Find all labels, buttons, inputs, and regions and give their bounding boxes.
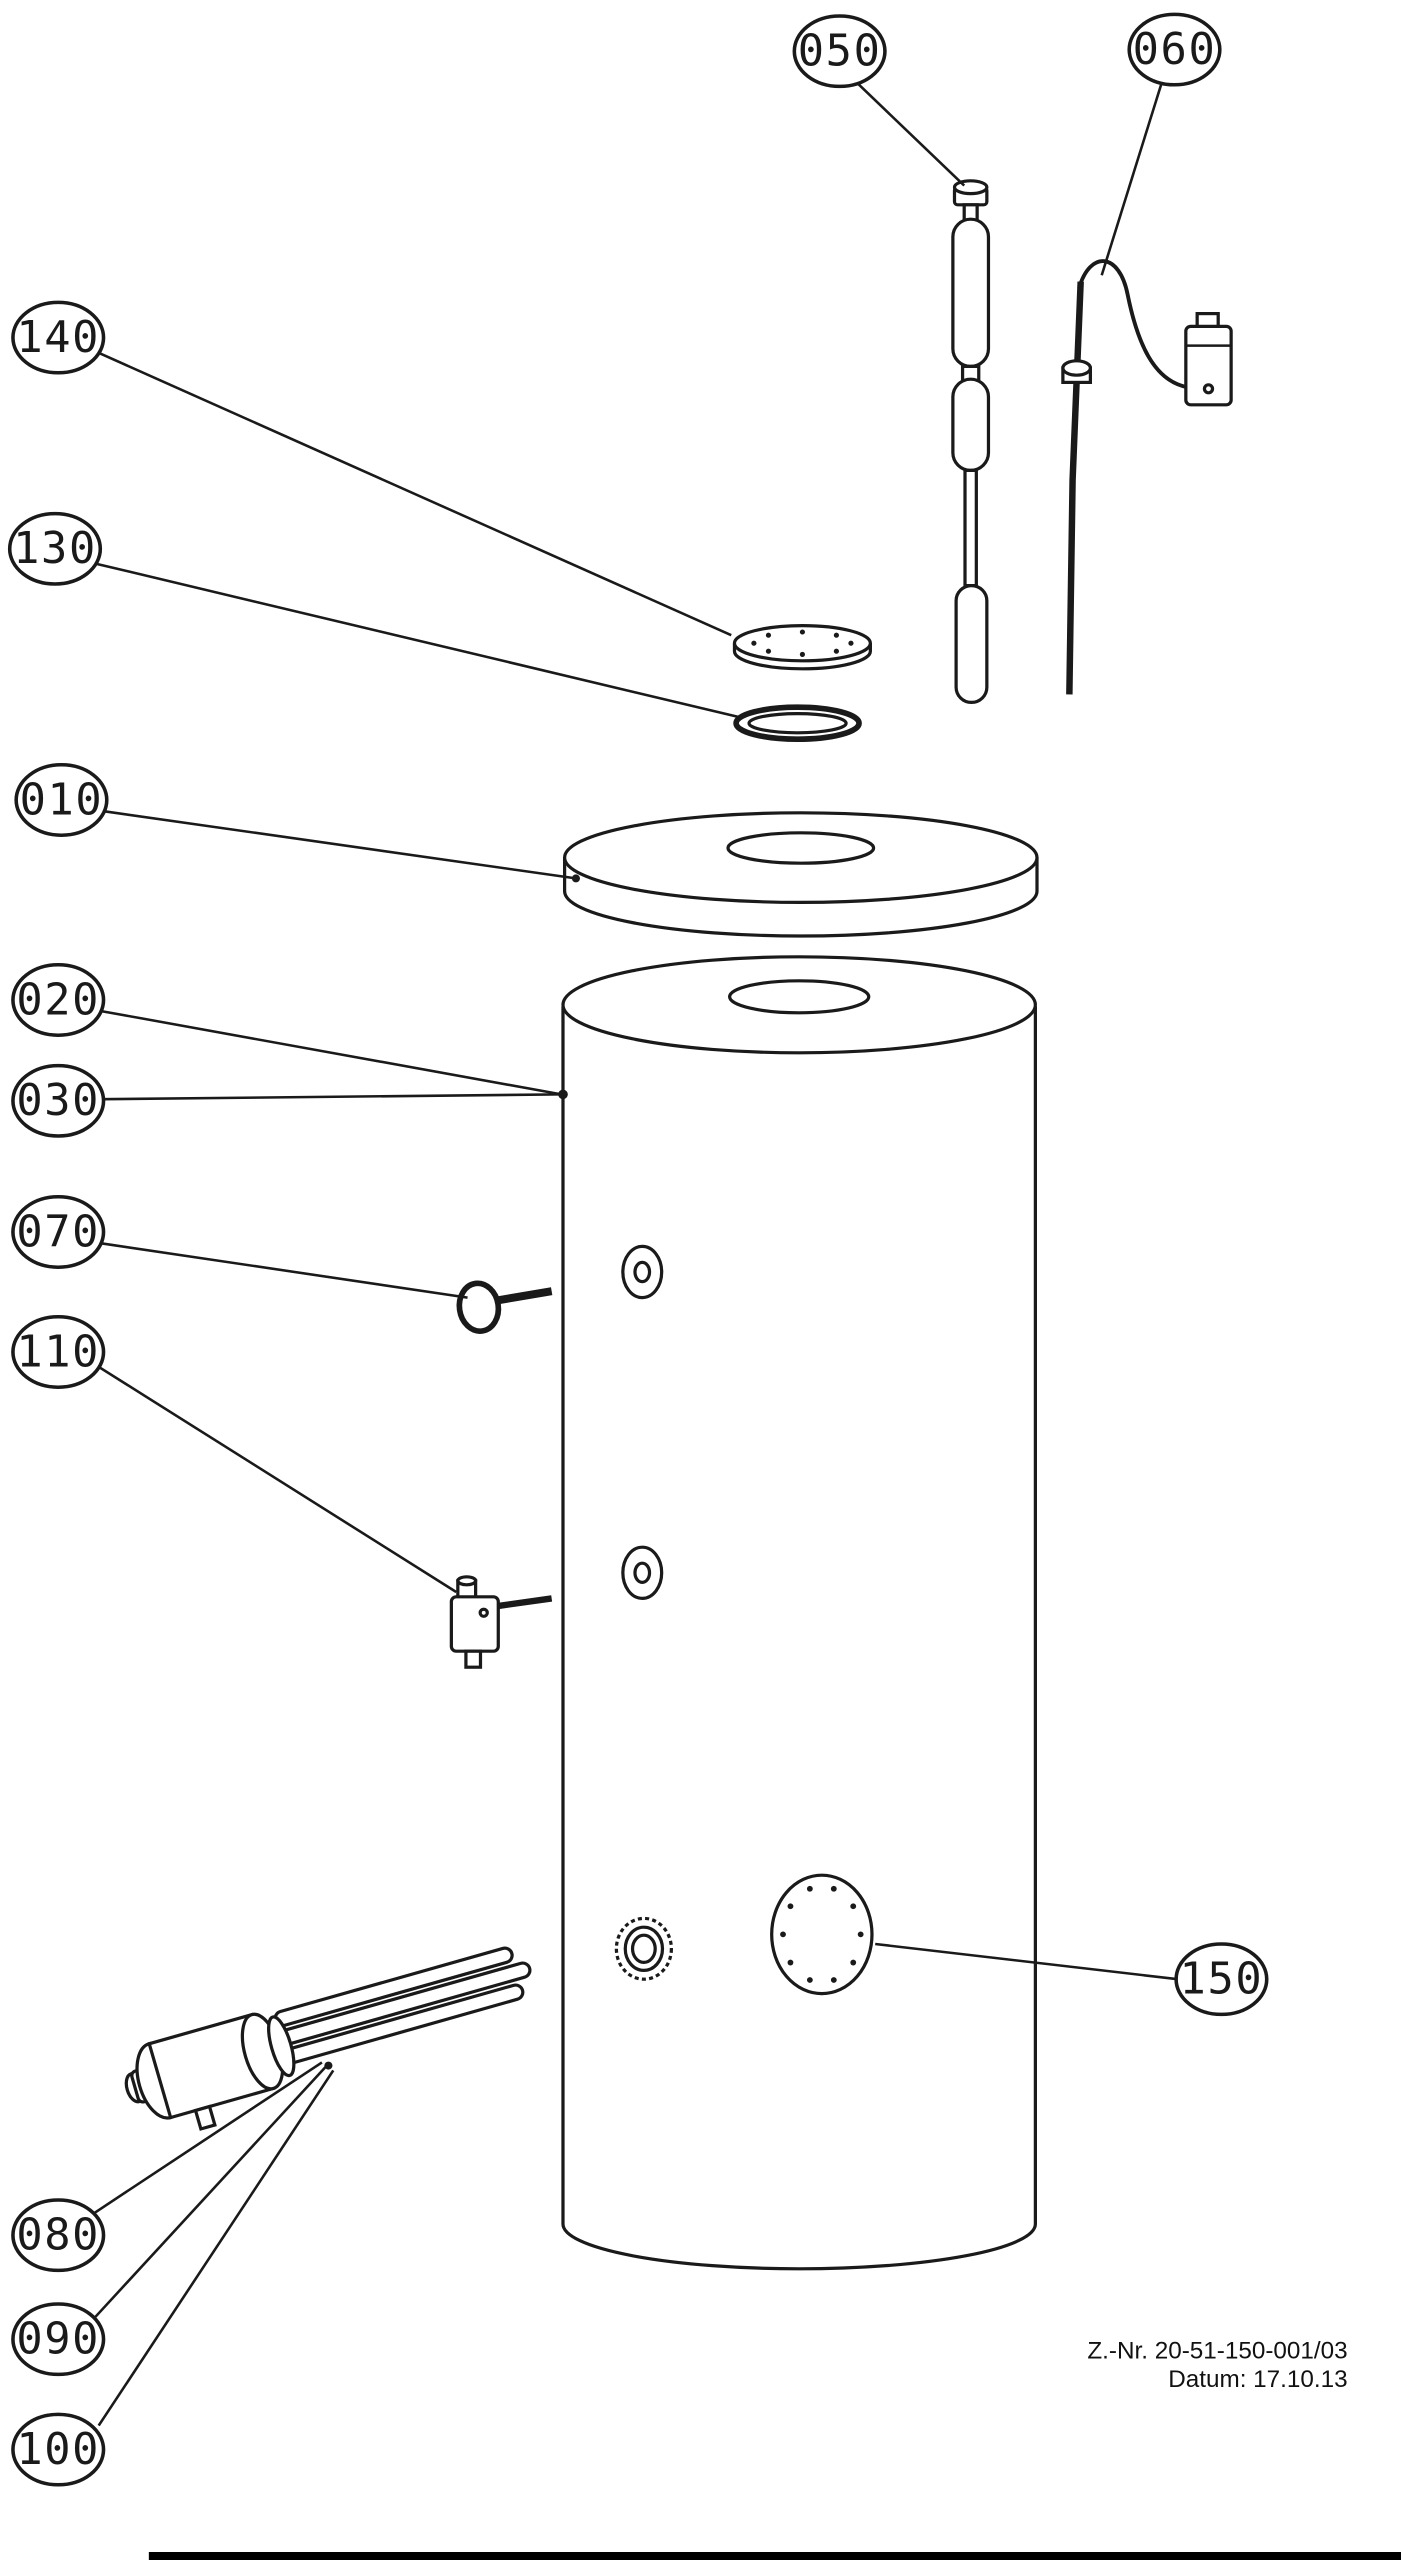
- flange-plate: [732, 624, 872, 671]
- lid-opening: [726, 831, 876, 865]
- leader-020: [101, 1009, 562, 1096]
- heating-element: [124, 1946, 532, 2131]
- element-collar: [267, 2015, 296, 2078]
- leader-050: [856, 82, 966, 187]
- callout-150: 150: [1174, 1942, 1269, 2017]
- title-block: Z.-Nr. 20-51-150-001/03 Datum: 17.10.13: [1087, 2338, 1347, 2394]
- callout-030-label: 030: [16, 1076, 100, 1126]
- port-flange-upper: [621, 1244, 664, 1300]
- leader-070: [100, 1241, 468, 1299]
- callout-010-label: 010: [20, 776, 104, 826]
- callout-020-label: 020: [16, 976, 100, 1026]
- leader-060: [1100, 82, 1163, 276]
- plug-handle: [456, 1280, 553, 1334]
- callout-100-label: 100: [16, 2425, 100, 2475]
- callout-060: 060: [1127, 12, 1222, 87]
- callout-050-label: 050: [798, 27, 882, 77]
- leader-010: [103, 809, 577, 880]
- callout-150-label: 150: [1180, 1955, 1264, 2005]
- drawing-number: Z.-Nr. 20-51-150-001/03: [1087, 2338, 1347, 2365]
- callout-010: 010: [14, 763, 109, 837]
- leader-080: [91, 2061, 323, 2216]
- leader-100: [97, 2069, 335, 2427]
- callout-020: 020: [11, 963, 106, 1037]
- callout-090: 090: [11, 2302, 106, 2377]
- leader-lines: [91, 82, 1178, 2427]
- leader-140: [99, 352, 732, 637]
- leader-150: [875, 1942, 1178, 1981]
- callout-080-label: 080: [16, 2211, 100, 2261]
- callout-080: 080: [11, 2198, 106, 2273]
- callout-090-label: 090: [16, 2315, 100, 2365]
- callout-130-label: 130: [13, 524, 97, 574]
- drawing-date: Datum: 17.10.13: [1168, 2366, 1347, 2393]
- port-flange-lower: [621, 1545, 664, 1601]
- thermostat-sensor: [449, 1575, 553, 1669]
- callout-140-label: 140: [16, 313, 100, 363]
- gasket-ring: [733, 704, 862, 742]
- leader-090: [94, 2064, 328, 2318]
- callout-060-label: 060: [1133, 25, 1217, 75]
- insulation-lid: [562, 811, 1039, 938]
- threaded-boss: [614, 1916, 673, 1981]
- callout-030: 030: [11, 1063, 106, 1138]
- leader-130: [93, 561, 739, 719]
- callout-070-label: 070: [16, 1208, 100, 1258]
- sensor-cable: [1077, 259, 1188, 390]
- callout-140: 140: [11, 300, 106, 375]
- callout-050: 050: [792, 14, 887, 89]
- sensor-cable-assembly: [1061, 259, 1233, 695]
- callout-070: 070: [11, 1195, 106, 1269]
- tank-top-opening: [728, 979, 871, 1015]
- callout-110: 110: [11, 1315, 106, 1389]
- sensor-rod: [1066, 281, 1084, 695]
- anode-rod: [951, 179, 991, 704]
- leader-110: [94, 1363, 457, 1594]
- cleaning-flange: [770, 1873, 874, 1996]
- callout-110-label: 110: [16, 1328, 100, 1378]
- sensor-collar: [1061, 359, 1093, 377]
- tank-body: [561, 955, 1037, 2271]
- callout-100: 100: [11, 2412, 106, 2487]
- leader-030: [101, 1093, 562, 1101]
- bottom-border-bar: [148, 2552, 1401, 2560]
- callout-130: 130: [7, 511, 103, 586]
